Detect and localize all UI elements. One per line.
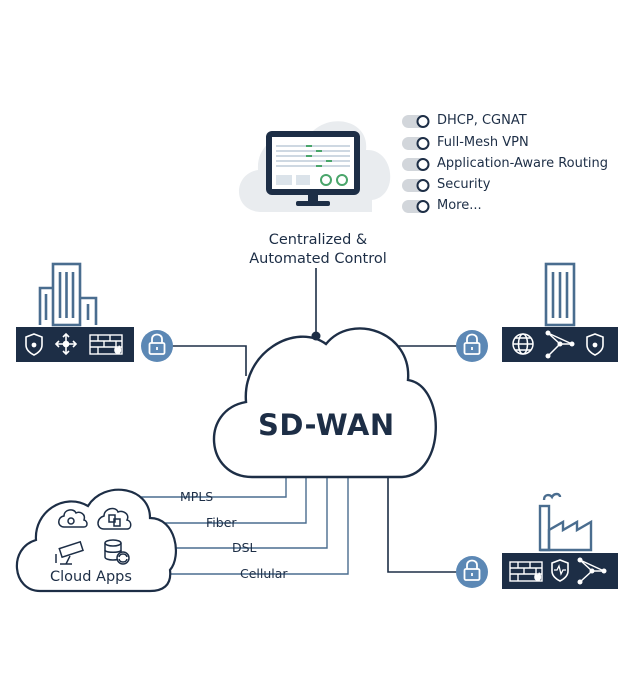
feature-toggle [402,200,430,213]
feature-toggle [402,115,430,128]
feature-toggle [402,137,430,150]
transport-lines [140,478,349,575]
feature-label-more: More... [437,198,482,213]
globe-icon [512,333,534,355]
dsl-line [175,478,328,549]
heartbeat-shield-icon [551,559,569,582]
control-title: Centralized & Automated Control [238,231,398,269]
right-building-icon [544,262,576,327]
cloud-files-icon [97,507,132,530]
factory-lock-icon [456,556,488,588]
transport-label-dsl: DSL [232,540,257,555]
fiber-line [160,478,307,524]
feature-toggles [402,115,430,213]
right-lock-icon [456,330,488,362]
feature-label-routing: Application-Aware Routing [437,156,609,171]
factory-site-appliance [502,553,618,589]
feature-toggle [402,179,430,192]
sd-wan-cloud [212,327,437,479]
left-lock-icon [141,330,173,362]
fire-icon [114,345,122,354]
routing-arrows-icon [54,332,78,356]
control-title-line2: Automated Control [249,251,387,267]
right-site-appliance [502,327,618,362]
feature-label-vpn: Full-Mesh VPN [437,135,529,150]
feature-label-security: Security [437,177,491,192]
hub-node [311,331,321,341]
left-site-appliance [16,327,134,362]
transport-label-fiber: Fiber [206,515,237,530]
shield-icon [25,333,43,356]
transport-label-mpls: MPLS [180,489,214,504]
left-building-icon [38,262,98,327]
transport-label-cellular: Cellular [240,566,288,581]
left-site-line [172,345,247,376]
cellular-line [160,478,349,575]
sd-wan-label: SD-WAN [258,408,395,442]
feature-label-dhcp: DHCP, CGNAT [437,113,527,128]
control-title-line1: Centralized & [268,232,368,248]
cloud-gear-icon [58,509,88,528]
factory-icon [538,492,593,552]
monitor-icon [266,131,360,206]
cloud-apps-label: Cloud Apps [50,569,132,585]
cloud-apps-cloud [15,488,177,593]
firewall-icon [509,561,543,582]
factory-site-line [387,478,457,573]
database-sync-icon [104,539,130,565]
fire-icon [534,572,542,581]
feature-toggle [402,158,430,171]
camera-icon [55,540,84,565]
shield-icon [586,333,604,356]
firewall-icon [89,334,123,355]
mpls-line [140,478,287,498]
